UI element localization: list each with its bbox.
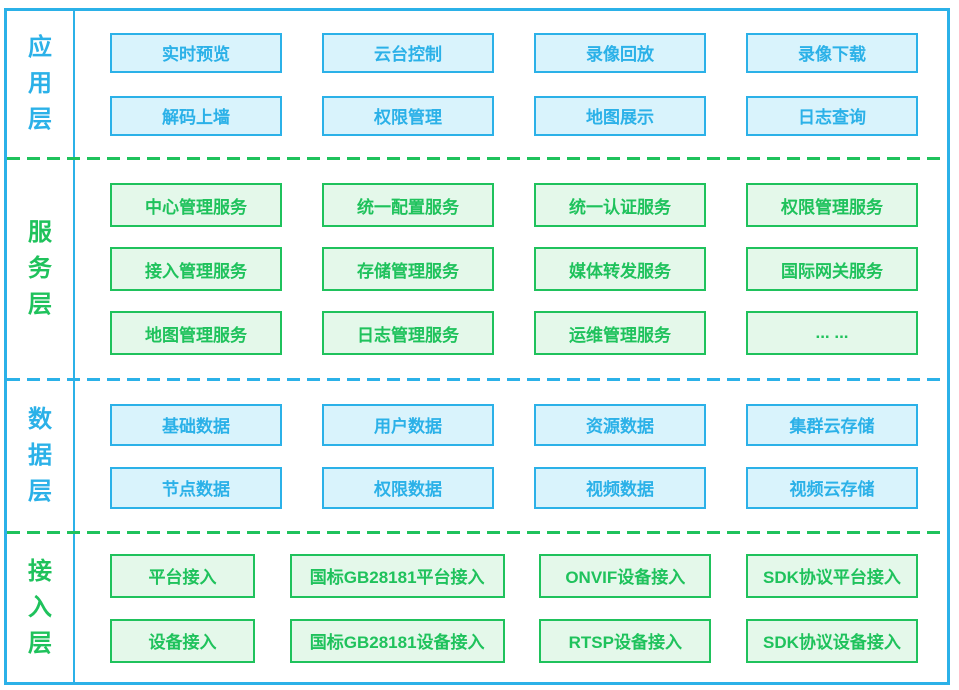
box-recording-download: 录像下载 xyxy=(746,32,918,73)
box-center-management-service: 中心管理服务 xyxy=(110,183,282,227)
layer-access: 接入层 平台接入 国标GB28181平台接入 ONVIF设备接入 SDK协议平台… xyxy=(7,534,947,682)
box-unified-auth-service: 统一认证服务 xyxy=(534,183,706,227)
box-ptz-control: 云台控制 xyxy=(322,32,494,73)
box-node-data: 节点数据 xyxy=(110,466,282,509)
box-row: 设备接入 国标GB28181设备接入 RTSP设备接入 SDK协议设备接入 xyxy=(110,618,918,663)
box-media-forwarding-service: 媒体转发服务 xyxy=(534,247,706,291)
layer-content-application: 实时预览 云台控制 录像回放 录像下载 解码上墙 权限管理 地图展示 日志查询 xyxy=(75,11,947,157)
separator-data-access xyxy=(7,531,947,534)
layer-label-cell-data: 数据层 xyxy=(7,381,75,531)
box-log-query: 日志查询 xyxy=(746,95,918,136)
layer-label-data: 数据层 xyxy=(28,406,52,505)
box-ops-management-service: 运维管理服务 xyxy=(534,311,706,355)
box-international-gateway-service: 国际网关服务 xyxy=(746,247,918,291)
separator-service-data xyxy=(7,378,947,381)
layer-application: 应用层 实时预览 云台控制 录像回放 录像下载 解码上墙 权限管理 地图展示 日… xyxy=(7,11,947,157)
box-row: 中心管理服务 统一配置服务 统一认证服务 权限管理服务 xyxy=(110,183,918,227)
box-map-display: 地图展示 xyxy=(534,95,706,136)
layer-label-cell-application: 应用层 xyxy=(7,11,75,157)
box-row: 解码上墙 权限管理 地图展示 日志查询 xyxy=(110,95,918,136)
box-basic-data: 基础数据 xyxy=(110,403,282,446)
box-row: 平台接入 国标GB28181平台接入 ONVIF设备接入 SDK协议平台接入 xyxy=(110,553,918,598)
box-gb28181-platform-access: 国标GB28181平台接入 xyxy=(289,553,505,598)
layer-content-data: 基础数据 用户数据 资源数据 集群云存储 节点数据 权限数据 视频数据 视频云存… xyxy=(75,381,947,531)
layer-content-access: 平台接入 国标GB28181平台接入 ONVIF设备接入 SDK协议平台接入 设… xyxy=(75,534,947,682)
box-permission-management-service: 权限管理服务 xyxy=(746,183,918,227)
box-video-cloud-storage: 视频云存储 xyxy=(746,466,918,509)
layer-service: 服务层 中心管理服务 统一配置服务 统一认证服务 权限管理服务 接入管理服务 存… xyxy=(7,160,947,378)
box-cluster-cloud-storage: 集群云存储 xyxy=(746,403,918,446)
box-access-management-service: 接入管理服务 xyxy=(110,247,282,291)
box-map-management-service: 地图管理服务 xyxy=(110,311,282,355)
box-device-access: 设备接入 xyxy=(110,618,255,663)
layer-label-access: 接入层 xyxy=(28,558,52,657)
box-sdk-device-access: SDK协议设备接入 xyxy=(745,618,918,663)
layer-label-service: 服务层 xyxy=(28,219,52,318)
box-rtsp-device-access: RTSP设备接入 xyxy=(539,618,712,663)
box-onvif-device-access: ONVIF设备接入 xyxy=(539,553,712,598)
separator-app-service xyxy=(7,157,947,160)
box-permission-management: 权限管理 xyxy=(322,95,494,136)
layer-label-application: 应用层 xyxy=(28,34,52,133)
box-more-services-ellipsis: ... ... xyxy=(746,311,918,355)
box-recording-playback: 录像回放 xyxy=(534,32,706,73)
box-storage-management-service: 存储管理服务 xyxy=(322,247,494,291)
box-log-management-service: 日志管理服务 xyxy=(322,311,494,355)
box-sdk-platform-access: SDK协议平台接入 xyxy=(745,553,918,598)
layer-label-cell-access: 接入层 xyxy=(7,534,75,682)
layer-content-service: 中心管理服务 统一配置服务 统一认证服务 权限管理服务 接入管理服务 存储管理服… xyxy=(75,160,947,378)
layer-data: 数据层 基础数据 用户数据 资源数据 集群云存储 节点数据 权限数据 视频数据 … xyxy=(7,381,947,531)
box-resource-data: 资源数据 xyxy=(534,403,706,446)
box-platform-access: 平台接入 xyxy=(110,553,255,598)
box-row: 基础数据 用户数据 资源数据 集群云存储 xyxy=(110,403,918,446)
box-realtime-preview: 实时预览 xyxy=(110,32,282,73)
box-video-data: 视频数据 xyxy=(534,466,706,509)
diagram-frame: 应用层 实时预览 云台控制 录像回放 录像下载 解码上墙 权限管理 地图展示 日… xyxy=(4,8,950,685)
box-row: 接入管理服务 存储管理服务 媒体转发服务 国际网关服务 xyxy=(110,247,918,291)
box-unified-config-service: 统一配置服务 xyxy=(322,183,494,227)
box-row: 实时预览 云台控制 录像回放 录像下载 xyxy=(110,32,918,73)
box-user-data: 用户数据 xyxy=(322,403,494,446)
box-permission-data: 权限数据 xyxy=(322,466,494,509)
box-row: 节点数据 权限数据 视频数据 视频云存储 xyxy=(110,466,918,509)
layer-label-cell-service: 服务层 xyxy=(7,160,75,378)
box-row: 地图管理服务 日志管理服务 运维管理服务 ... ... xyxy=(110,311,918,355)
box-decode-to-wall: 解码上墙 xyxy=(110,95,282,136)
box-gb28181-device-access: 国标GB28181设备接入 xyxy=(289,618,505,663)
